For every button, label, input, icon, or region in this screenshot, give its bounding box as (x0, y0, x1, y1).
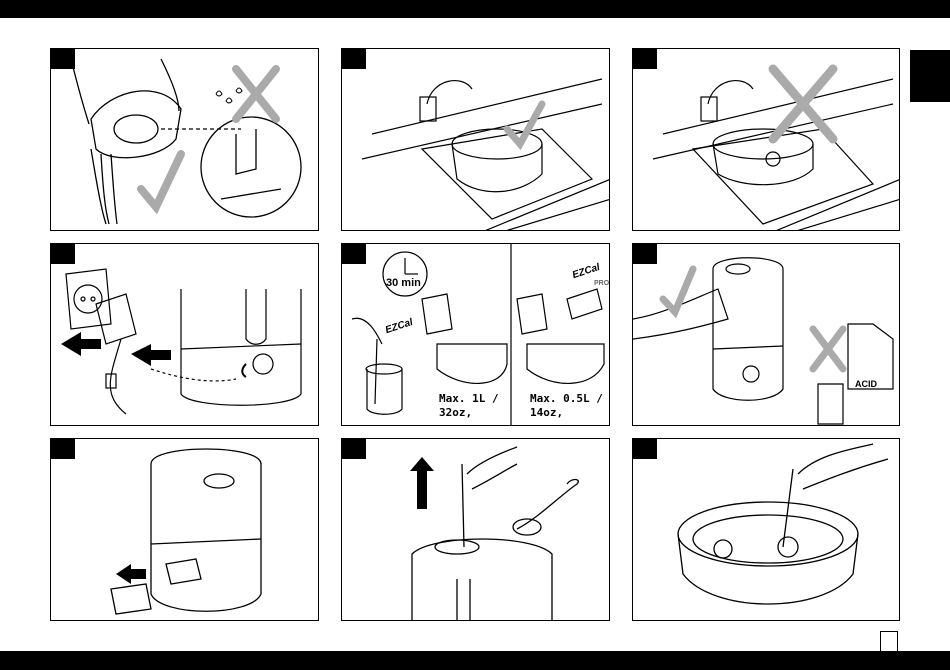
drain-illustration (51, 49, 319, 231)
panel-7-remove-filter (50, 438, 319, 621)
panel-8-brush-nozzle (341, 438, 610, 621)
panel-6-wipe-no-acid: ACID (632, 243, 900, 426)
bottom-black-band (0, 651, 950, 670)
panel-9-clean-base (632, 438, 900, 621)
panel-1-drain-water (50, 48, 319, 231)
check-mark-icon (663, 269, 693, 312)
cross-mark-icon (236, 69, 276, 119)
top-black-band (0, 0, 950, 18)
page-number-box (880, 631, 898, 651)
acid-label: ACID (855, 379, 877, 389)
panel-4-unplug (50, 243, 319, 426)
arrow-right-icon (131, 344, 171, 366)
caption-max-1l: Max. 1L / 32oz, (439, 392, 499, 420)
filter-illustration (51, 439, 319, 621)
timer-icon (383, 252, 427, 296)
rinse-base-illustration (633, 49, 900, 231)
timer-label: 30 min (386, 277, 421, 289)
arrow-left-icon (116, 564, 146, 584)
caption-max-05l: Max. 0.5L / 14oz, (530, 392, 603, 420)
panel-5-descale: 30 min EZCal EZCal PRO Max. 1L / 32oz, M… (341, 243, 610, 426)
panel-2-rinse-tank (341, 48, 610, 231)
rinse-tank-illustration (342, 49, 610, 231)
check-mark-icon (141, 154, 181, 207)
brush-illustration (342, 439, 610, 621)
section-tab (910, 50, 950, 102)
cross-mark-icon (813, 329, 843, 369)
brand-sub-label: PRO (594, 280, 609, 287)
unplug-illustration (51, 244, 319, 426)
clean-base-illustration (633, 439, 900, 621)
wipe-illustration (633, 244, 900, 426)
arrow-left-icon (61, 332, 101, 356)
cross-mark-icon (773, 69, 833, 139)
arrow-down-curve-icon (242, 364, 246, 377)
panel-3-no-rinse-base (632, 48, 900, 231)
arrow-up-icon (410, 457, 434, 509)
